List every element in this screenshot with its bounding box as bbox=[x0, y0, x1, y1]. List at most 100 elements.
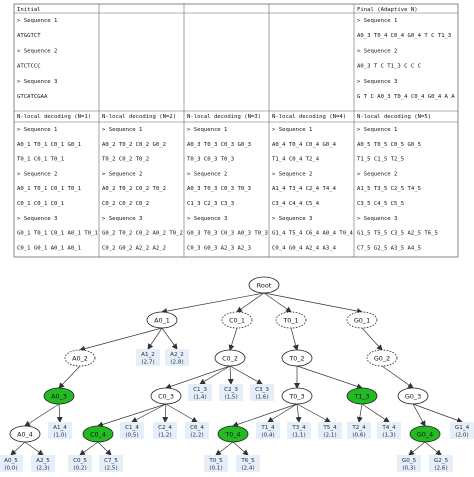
decoding-line: > Sequence 3 bbox=[272, 216, 312, 222]
decoding-line: A0_1 T0_1 C0_1 G0_1 bbox=[17, 142, 81, 148]
tree-node-label: T0_1 bbox=[282, 316, 298, 324]
decoding-header: N-local decoding (N=5) bbox=[357, 114, 431, 120]
tree-node-label: A0_3 bbox=[51, 392, 67, 400]
decoding-header: N-local decoding (N=1) bbox=[17, 114, 91, 120]
decoding-line: C3_5 C4_5 C5_5 bbox=[357, 201, 404, 207]
decoding-line: > Sequence 2 bbox=[102, 171, 142, 177]
leaf-box bbox=[256, 422, 280, 439]
leaf-label: G2_5 bbox=[434, 458, 449, 464]
decoding-line: > Sequence 3 bbox=[187, 216, 227, 222]
tree-edge bbox=[97, 441, 112, 456]
decoding-line: > Sequence 1 bbox=[187, 127, 227, 133]
decoding-line: A0_3 T0_3 C0_3 T0_3 bbox=[187, 186, 251, 192]
tree-node-label: C0_3 bbox=[158, 392, 174, 400]
decoding-line: A0_2 T0_2 C0_2 G0_2 bbox=[102, 142, 166, 148]
tree-edge bbox=[296, 365, 363, 390]
decoding-line: > Sequence 2 bbox=[272, 171, 312, 177]
tree-node-label: T0_4 bbox=[224, 430, 240, 438]
leaf-box bbox=[377, 422, 401, 439]
decoding-header: N-local decoding (N=3) bbox=[187, 114, 261, 120]
leaf-coord: (1,5) bbox=[224, 395, 237, 401]
leaf-coord: (0,0) bbox=[4, 466, 17, 472]
tree-node-label: G0_2 bbox=[374, 354, 390, 362]
leaf-coord: (2,7) bbox=[141, 360, 154, 366]
leaf-box bbox=[250, 384, 274, 401]
leaf-coord: (1,4) bbox=[193, 395, 206, 401]
leaf-label: T5_4 bbox=[322, 425, 337, 431]
decoding-header: N-local decoding (N=4) bbox=[272, 114, 346, 120]
decoding-line: > Sequence 2 bbox=[357, 171, 397, 177]
leaf-box bbox=[0, 455, 23, 472]
leaf-label: C2_3 bbox=[224, 387, 238, 393]
final-line: G T C A0_3 T0_4 C0_4 G0_4 A A bbox=[357, 94, 455, 100]
leaf-box bbox=[68, 455, 92, 472]
leaf-coord: (1,3) bbox=[382, 433, 395, 439]
leaf-label: A1_2 bbox=[141, 352, 155, 358]
leaf-coord: (2,4) bbox=[241, 466, 254, 472]
leaf-label: C1_4 bbox=[125, 425, 139, 431]
leaf-coord: (0,1) bbox=[209, 466, 222, 472]
tree-node-label: T0_2 bbox=[288, 354, 304, 362]
leaf-label: T6_5 bbox=[240, 458, 255, 464]
leaf-box bbox=[120, 422, 144, 439]
leaf-coord: (1,0) bbox=[53, 433, 66, 439]
leaf-label: C1_3 bbox=[193, 387, 207, 393]
leaf-coord: (0,5) bbox=[125, 433, 138, 439]
initial-line: ATGGTCT bbox=[17, 33, 41, 39]
leaf-label: C2_4 bbox=[158, 425, 172, 431]
initial-line: > Sequence 2 bbox=[17, 48, 57, 54]
leaf-box bbox=[153, 422, 177, 439]
leaf-box bbox=[204, 455, 228, 472]
tree-node bbox=[43, 387, 75, 405]
leaf-box bbox=[31, 455, 55, 472]
tree-edge bbox=[79, 327, 163, 352]
decoding-line: T0_1 C0_1 T0_1 bbox=[17, 157, 64, 163]
leaf-label: C6_4 bbox=[190, 425, 204, 431]
tree-edge bbox=[412, 403, 463, 424]
leaf-coord: (2,0) bbox=[455, 433, 468, 439]
tree-edge bbox=[165, 365, 231, 390]
leaf-coord: (2,8) bbox=[170, 360, 183, 366]
tree-edge bbox=[424, 441, 442, 456]
decoding-line: C0_3 G0_3 A2_3 A2_3 bbox=[187, 245, 251, 251]
leaf-label: G1_4 bbox=[455, 425, 470, 431]
leaf-label: G0_5 bbox=[402, 458, 417, 464]
decoding-header: N-local decoding (N=2) bbox=[102, 114, 176, 120]
tree-edge bbox=[24, 441, 44, 456]
tree-edge bbox=[131, 403, 167, 423]
decoding-line: C7_5 G2_5 A3_5 A4_5 bbox=[357, 245, 421, 251]
final-line: > Sequence 2 bbox=[357, 48, 397, 54]
initial-line: > Sequence 3 bbox=[17, 79, 57, 85]
leaf-coord: (2,6) bbox=[434, 466, 447, 472]
leaf-box bbox=[136, 349, 160, 366]
table-border bbox=[13, 3, 459, 258]
tree-edge bbox=[263, 292, 292, 313]
tree-node bbox=[366, 349, 398, 367]
tree-node bbox=[275, 311, 307, 329]
tree-edge bbox=[97, 403, 167, 428]
decoding-line: C1_3 C2_3 C3_3 bbox=[187, 201, 234, 207]
decoding-line: > Sequence 1 bbox=[17, 127, 57, 133]
leaf-box bbox=[397, 455, 421, 472]
leaf-label: C7_5 bbox=[104, 458, 118, 464]
final-line: A0_3 T C T1_3 C C C bbox=[357, 64, 421, 70]
decoding-line: > Sequence 3 bbox=[102, 216, 142, 222]
decoding-line: T0_3 C0_3 T0_3 bbox=[187, 157, 234, 163]
tree-node bbox=[346, 311, 378, 329]
leaf-coord: (2,3) bbox=[36, 466, 49, 472]
leaf-box bbox=[347, 422, 371, 439]
leaf-box bbox=[450, 422, 474, 439]
tree-node-label: A0_1 bbox=[154, 316, 170, 324]
tree-edge bbox=[412, 403, 426, 427]
tree-edge bbox=[263, 292, 363, 314]
tree-node-label: G0_4 bbox=[417, 430, 433, 438]
tree-node bbox=[346, 387, 378, 405]
decoding-line: C0_1 C0_1 C0_1 bbox=[17, 201, 64, 207]
tree-node-label: T1_3 bbox=[353, 392, 369, 400]
tree-node-label: C0_1 bbox=[229, 316, 245, 324]
decoding-line: T1_5 C1_5 T2_5 bbox=[357, 157, 404, 163]
root-node bbox=[248, 276, 280, 294]
tree-edge bbox=[227, 365, 234, 385]
